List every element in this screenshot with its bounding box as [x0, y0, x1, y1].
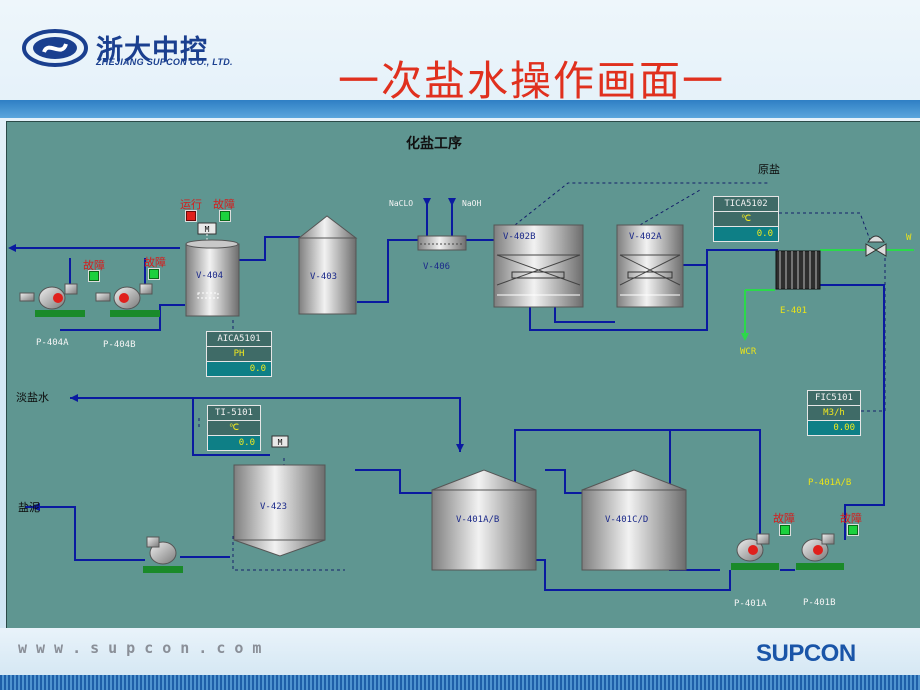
aica5101-value: 0.0: [207, 362, 271, 376]
heat-exchanger-e401[interactable]: [775, 250, 821, 290]
ti5101-unit: ℃: [208, 421, 260, 436]
v404-run-label: 运行: [180, 198, 202, 211]
v403-label: V-403: [310, 272, 338, 282]
fic5101-value: 0.00: [808, 421, 860, 435]
fic5101-tag: FIC5101: [808, 391, 860, 406]
v423-label: V-423: [260, 502, 288, 512]
v401cd-label: V-401C/D: [605, 515, 649, 525]
p404a-fault-indicator: [88, 270, 100, 282]
inlet-arrow-icon: [456, 444, 464, 452]
light-brine-label: 淡盐水: [16, 391, 49, 404]
p404a-fault-label: 故障: [83, 259, 105, 272]
faceplate-tica5102[interactable]: TICA5102 ℃ 0.0: [713, 196, 779, 242]
tica5102-unit: ℃: [714, 212, 778, 227]
section-title: 化盐工序: [406, 136, 462, 152]
ti5101-value: 0.0: [208, 436, 260, 450]
v404-fault-indicator: [219, 210, 231, 222]
p401ab-label: P-401A/B: [808, 478, 852, 488]
pump-p404b[interactable]: [95, 283, 160, 317]
salt-mud-arrow-icon: [30, 503, 40, 511]
tank-v402b[interactable]: [493, 224, 584, 308]
wcr-label: WCR: [740, 347, 757, 357]
faceplate-fic5101[interactable]: FIC5101 M3/h 0.00: [807, 390, 861, 436]
tank-v423[interactable]: M: [233, 435, 326, 557]
mixer-v406[interactable]: [417, 235, 467, 251]
e401-label: E-401: [780, 306, 808, 316]
footer-url: www.supcon.com: [18, 639, 271, 657]
slide-title: 一次盐水操作画面一: [338, 57, 725, 105]
footer-stripe: [0, 675, 920, 690]
wcr-arrow-icon: [741, 333, 749, 341]
tica5102-value: 0.0: [714, 227, 778, 241]
logo-chinese-name: 浙大中控: [96, 35, 208, 66]
naclo-label: NaCLO: [389, 199, 414, 208]
v401ab-label: V-401A/B: [456, 515, 500, 525]
tank-v401ab[interactable]: [431, 469, 537, 571]
footer-brand: SUPCON: [756, 640, 856, 667]
naoh-label: NaOH: [462, 199, 482, 208]
v404-run-indicator: [185, 210, 197, 222]
faceplate-aica5101[interactable]: AICA5101 PH 0.0: [206, 331, 272, 377]
pump-p401b[interactable]: [796, 533, 844, 570]
ti5101-tag: TI-5101: [208, 406, 260, 421]
p404b-fault-label: 故障: [144, 256, 166, 269]
motor-v404-label: M: [205, 225, 210, 234]
v402a-label: V-402A: [629, 232, 662, 242]
supcon-logo: 浙大中控 ZHEJIANG SUPCON CO., LTD.: [22, 28, 244, 68]
process-pipes: [10, 236, 885, 591]
fic5101-unit: M3/h: [808, 406, 860, 421]
tank-v402a[interactable]: [616, 224, 684, 308]
p401a-fault-indicator: [779, 524, 791, 536]
control-valve[interactable]: [865, 235, 887, 257]
p401b-fault-label: 故障: [840, 512, 862, 525]
logo-english-name: ZHEJIANG SUPCON CO., LTD.: [96, 57, 233, 67]
p404b-label: P-404B: [103, 340, 136, 350]
pump-p404a[interactable]: [19, 283, 85, 317]
p401a-fault-label: 故障: [773, 512, 795, 525]
tank-v404[interactable]: M: [185, 222, 240, 317]
faceplate-ti5101[interactable]: TI-5101 ℃ 0.0: [207, 405, 261, 451]
p404a-label: P-404A: [36, 338, 69, 348]
salt-mud-label: 盐泥: [18, 501, 40, 514]
v404-label: V-404: [196, 271, 224, 281]
w-label: W: [906, 233, 912, 243]
tank-v401cd[interactable]: [581, 469, 687, 571]
p401b-label: P-401B: [803, 598, 836, 608]
p404b-fault-indicator: [148, 268, 160, 280]
header-band: [0, 100, 920, 118]
tica5102-tag: TICA5102: [714, 197, 778, 212]
v406-label: V-406: [423, 262, 451, 272]
supcon-emblem-icon: [22, 29, 88, 67]
pump-p401a[interactable]: [731, 533, 779, 570]
v404-fault-label: 故障: [213, 198, 235, 211]
raw-salt-label: 原盐: [758, 163, 780, 176]
light-brine-arrow-icon: [70, 394, 78, 402]
tank-v403[interactable]: [297, 215, 358, 315]
aica5101-unit: PH: [207, 347, 271, 362]
outlet-arrow-icon: [8, 244, 16, 252]
motor-v423-label: M: [278, 438, 283, 447]
v402b-label: V-402B: [503, 232, 536, 242]
p401a-label: P-401A: [734, 599, 767, 609]
pump-mud[interactable]: [143, 536, 183, 573]
cooling-water-pipes: [744, 249, 914, 335]
aica5101-tag: AICA5101: [207, 332, 271, 347]
p401b-fault-indicator: [847, 524, 859, 536]
